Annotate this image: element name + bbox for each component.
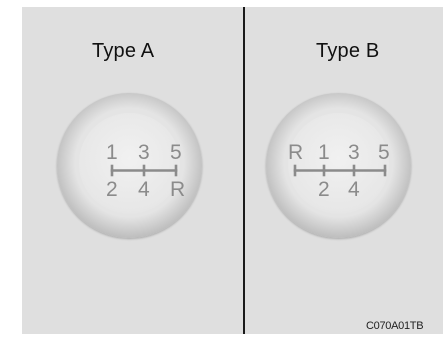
type-a-gear-4: 4 — [138, 178, 150, 201]
panel-divider — [243, 7, 245, 334]
type-b-gear-4: 4 — [348, 178, 360, 201]
type-a-gear-5: 5 — [170, 141, 182, 164]
type-a-gear-2: 2 — [106, 178, 118, 201]
type-a-shift-knob: 1 3 5 2 4 R — [57, 93, 202, 238]
figure-code: C070A01TB — [366, 320, 424, 332]
type-a-shift-pattern — [110, 164, 178, 177]
type-b-gear-1: 1 — [318, 141, 330, 164]
type-b-gear-r: R — [288, 141, 304, 164]
type-b-gear-3: 3 — [348, 141, 360, 164]
type-b-shift-knob: R 1 3 5 2 4 — [266, 93, 411, 238]
type-b-gear-2: 2 — [318, 178, 330, 201]
type-a-label: Type A — [92, 40, 155, 62]
type-a-gear-r: R — [170, 178, 186, 201]
type-b-label: Type B — [316, 40, 380, 62]
type-b-shift-pattern — [293, 164, 387, 177]
type-a-gear-1: 1 — [106, 141, 118, 164]
type-b-knob-face — [288, 113, 389, 214]
type-a-knob-face — [79, 113, 180, 214]
type-b-gear-5: 5 — [378, 141, 390, 164]
type-a-gear-3: 3 — [138, 141, 150, 164]
